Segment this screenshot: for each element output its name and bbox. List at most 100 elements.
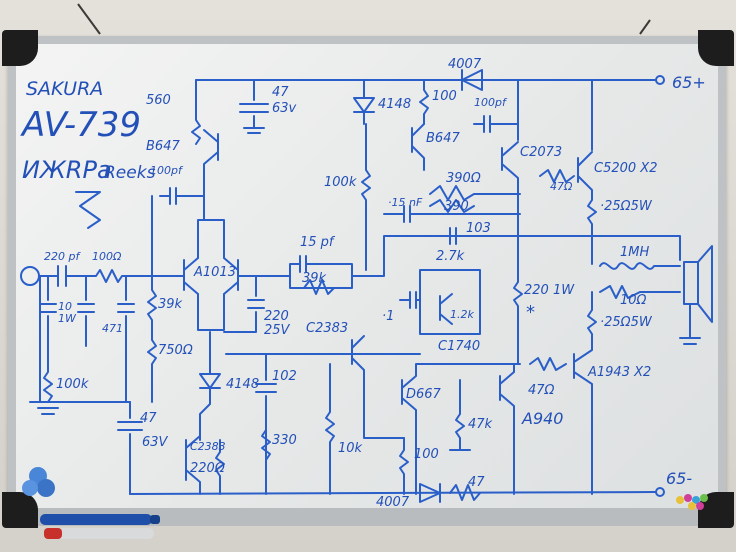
label-asterisk: * — [526, 302, 535, 323]
marker-tray — [14, 508, 720, 526]
resistors-39k-750 — [147, 195, 157, 403]
label-c471: 471 — [102, 322, 123, 335]
label-4148-bottom: 4148 — [226, 377, 259, 392]
label-r2k7: 2.7k — [436, 249, 465, 264]
diode-4148-top — [353, 79, 375, 125]
frame-corner-top-left — [2, 30, 38, 66]
label-c2383-mid: C2383 — [306, 321, 348, 336]
vminus-terminal — [655, 487, 665, 497]
magnet-cluster-left[interactable] — [22, 467, 55, 497]
resistor-560 — [191, 79, 201, 145]
label-c10-a: 10 — [58, 300, 72, 313]
transistor-a940 — [499, 363, 515, 495]
label-b647-left: B647 — [146, 139, 180, 154]
speaker-cone — [697, 245, 713, 323]
label-r47k: 47k — [468, 417, 493, 432]
scribble-sigma — [75, 191, 101, 229]
cap-100pf-right — [473, 115, 519, 133]
hanging-cord-right — [639, 19, 651, 35]
transistor-c1740 — [439, 293, 453, 325]
title-line3: ИЖRPa — [22, 156, 112, 184]
resistor-47-out — [539, 169, 575, 183]
label-b647-right: B647 — [426, 131, 460, 146]
output-line — [519, 235, 681, 261]
label-r025-bottom: ·25Ω5W — [600, 315, 653, 330]
fb-network — [289, 255, 353, 289]
label-d-top: 4007 — [448, 57, 482, 72]
cap-47-63v-top — [239, 79, 269, 134]
label-l1mh: 1MH — [620, 245, 649, 260]
label-c220-b: 25V — [264, 323, 291, 338]
label-c2073: C2073 — [520, 145, 562, 160]
label-c15nf: ·15 nF — [388, 196, 423, 209]
transistor-c2383-bottom — [185, 435, 201, 495]
resistor-100k — [361, 123, 371, 271]
input-jack — [20, 266, 40, 286]
label-r220-1w: 220 1W — [524, 283, 575, 298]
label-r560: 560 — [146, 93, 171, 108]
transistor-c2073 — [501, 79, 519, 261]
cap-471 — [117, 275, 135, 403]
vplus-terminal — [655, 75, 665, 85]
label-r39k-fb: 39k — [302, 271, 327, 286]
diff-pair-wiring — [197, 219, 225, 331]
resistor-100-top — [419, 79, 429, 125]
negative-rail — [129, 491, 656, 495]
magnet-cluster-right[interactable] — [676, 494, 708, 510]
cap-47-63v-bottom — [117, 401, 143, 495]
label-4148-top: 4148 — [378, 97, 411, 112]
diode-4007-top — [461, 69, 483, 91]
transistor-b647-left — [203, 129, 219, 221]
cap-15nf — [383, 205, 521, 223]
resistor-39k-fb — [303, 279, 335, 295]
label-c-point1: ·1 — [382, 309, 394, 324]
label-r220-bottom: 220Ω — [190, 461, 225, 476]
diode-4148-bottom — [199, 331, 221, 441]
resistor-100-bottom — [399, 437, 409, 495]
label-r025-top: ·25Ω5W — [600, 199, 653, 214]
label-c103: 103 — [466, 221, 491, 236]
label-c2383-bottom: C2383 — [190, 440, 226, 453]
label-r390a: 390Ω — [446, 171, 481, 186]
label-c47-bottom-b: 63V — [142, 435, 169, 450]
resistor-220-1w — [513, 259, 523, 365]
label-c220-a: 220 — [264, 309, 289, 324]
label-c47-b: 63v — [272, 101, 297, 116]
hanging-cord — [77, 3, 101, 35]
transistor-c2383-mid — [351, 335, 405, 439]
label-r1k2: 1.2k — [450, 308, 474, 321]
label-r47-bottom: 47 — [468, 475, 485, 490]
cap-220-25v — [223, 275, 265, 333]
resistor-330 — [261, 429, 271, 461]
input-line — [39, 265, 185, 287]
marker-blue[interactable] — [40, 514, 160, 525]
label-r39k: 39k — [158, 297, 183, 312]
speaker-ground — [679, 303, 701, 345]
transistor-d667 — [401, 363, 521, 495]
label-r100k: 100k — [324, 175, 357, 190]
label-c220pf: 220 pf — [44, 250, 81, 263]
label-vminus: 65- — [666, 469, 692, 488]
label-c5200: C5200 X2 — [594, 161, 657, 176]
marker-red[interactable] — [44, 528, 154, 539]
label-vplus: 65+ — [672, 73, 706, 92]
label-c102: 102 — [272, 369, 297, 384]
label-a1013: A1013 — [193, 265, 236, 280]
transistor-c5200 — [577, 79, 597, 265]
label-c47-a: 47 — [272, 85, 289, 100]
resistor-47-bottom — [449, 484, 481, 501]
label-r330: 330 — [272, 433, 297, 448]
frame-corner-top-right — [698, 30, 734, 66]
label-r47-driver: 47Ω — [528, 383, 555, 398]
title-model: AV-739 — [20, 105, 141, 145]
label-c100pf-right: 100pf — [474, 96, 508, 109]
diode-4007-bottom — [419, 483, 441, 503]
label-c1740: C1740 — [438, 339, 480, 354]
title-line4: Reeks — [104, 163, 156, 183]
cap-point1 — [399, 291, 421, 309]
label-c100pf-left: 100pf — [150, 164, 184, 177]
cap-100pf-left — [159, 187, 205, 205]
label-d667: D667 — [406, 387, 442, 402]
label-r100-bottom: 100 — [414, 447, 439, 462]
